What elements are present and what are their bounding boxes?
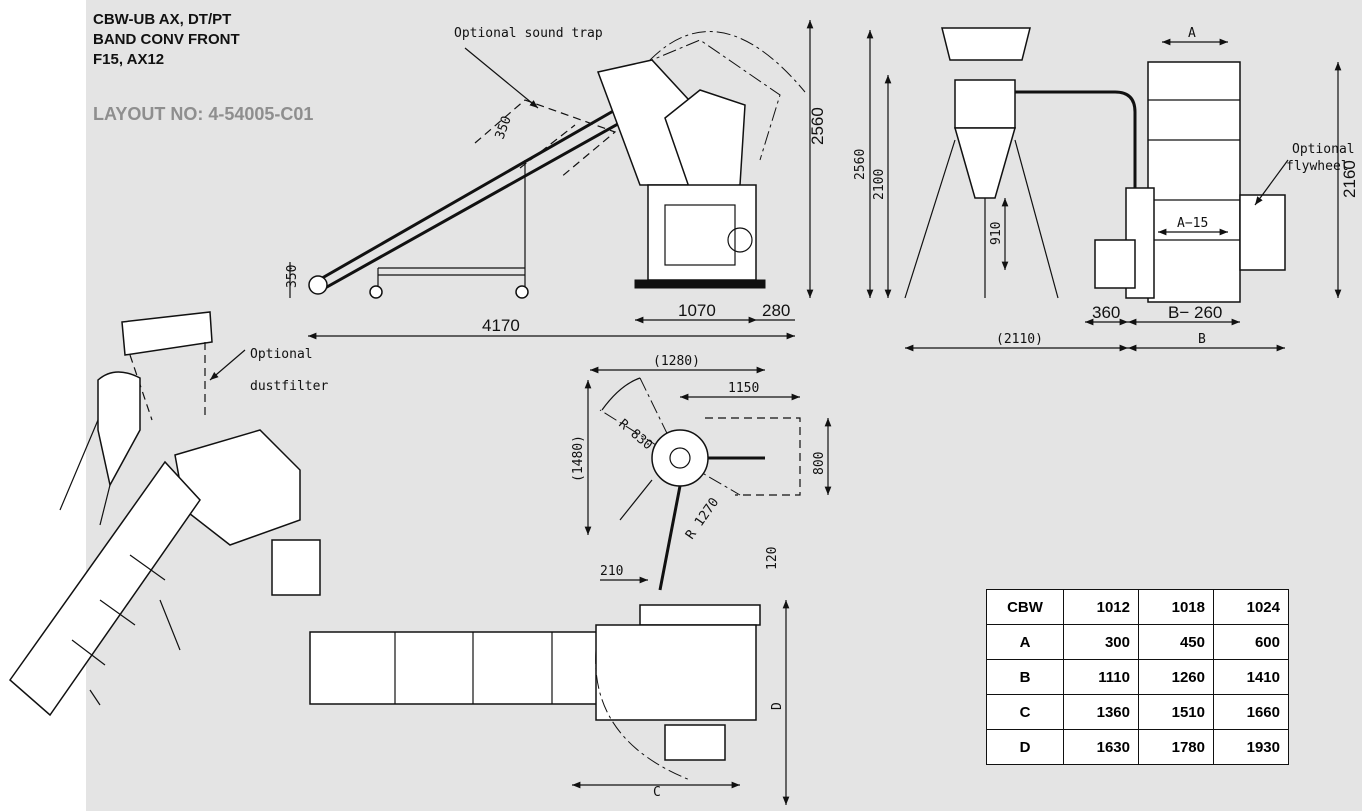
top-machine — [595, 624, 757, 721]
iso-flywheel — [271, 539, 321, 596]
table-header-cell: CBW — [986, 589, 1064, 625]
table-row: B 1110 1260 1410 — [986, 659, 1289, 695]
label-optional-flywheel-2: flywheel — [1286, 159, 1349, 174]
dim-r1270: R 1270 — [683, 495, 722, 542]
front-view: A A−15 2560 2100 910 2160 360 B− 260 (21… — [853, 26, 1359, 352]
table-header-cell: 1024 — [1213, 589, 1289, 625]
table-cell: 1630 — [1063, 729, 1139, 765]
title-line-2: BAND CONV FRONT — [93, 31, 240, 48]
table-cell: 1930 — [1213, 729, 1289, 765]
sound-trap-outline — [474, 99, 617, 179]
machine-base — [634, 279, 766, 289]
dim-910: 910 — [989, 222, 1004, 245]
dim-1280: (1280) — [653, 354, 700, 369]
dim-1070: 1070 — [678, 301, 716, 320]
dim-360: 360 — [1092, 303, 1120, 322]
layout-number: LAYOUT NO: 4-54005-C01 — [93, 104, 314, 124]
table-cell: 1660 — [1213, 694, 1289, 730]
dim-2160: 2160 — [1340, 160, 1359, 198]
label-optional-dustfilter-2: dustfilter — [250, 379, 328, 394]
cyclone-legs — [904, 139, 1059, 299]
top-view: (1280) 1150 R 830 (1480) 800 R 1270 210 … — [309, 354, 832, 805]
dim-280: 280 — [762, 301, 790, 320]
title-line-1: CBW-UB AX, DT/PT — [93, 11, 232, 28]
granulator-body — [647, 184, 757, 281]
dim-b: B — [1198, 332, 1206, 347]
iso-granulator — [174, 429, 301, 546]
top-duct — [658, 456, 765, 591]
dim-120: 120 — [765, 547, 780, 570]
dim-2560-front: 2560 — [853, 149, 868, 180]
table-cell: 1410 — [1213, 659, 1289, 695]
table-cell: 450 — [1138, 624, 1214, 660]
table-cell: 1780 — [1138, 729, 1214, 765]
table-header-cell: 1012 — [1063, 589, 1139, 625]
table-cell: 1510 — [1138, 694, 1214, 730]
table-cell: 1360 — [1063, 694, 1139, 730]
dim-2560-side: 2560 — [808, 107, 827, 145]
cyclone-cone — [954, 127, 1016, 199]
iso-conveyor — [8, 460, 201, 717]
drawing-title-block: CBW-UB AX, DT/PT BAND CONV FRONT F15, AX… — [93, 10, 240, 70]
dim-b-minus-260: B− 260 — [1168, 303, 1222, 322]
flywheel — [1239, 194, 1286, 271]
dim-2100: 2100 — [872, 169, 887, 200]
dim-1480: (1480) — [571, 435, 586, 482]
table-cell: A — [986, 624, 1064, 660]
top-conveyor — [309, 631, 601, 705]
table-row: A 300 450 600 — [986, 624, 1289, 660]
dustfilter-outline — [129, 342, 206, 421]
conveyor-frame — [377, 160, 526, 292]
table-cell: C — [986, 694, 1064, 730]
dim-d: D — [770, 702, 785, 710]
swing-arc — [649, 31, 806, 93]
cyclone-top — [941, 27, 1031, 61]
machine-front — [1147, 61, 1241, 303]
dim-r830: R 830 — [615, 417, 655, 454]
dim-800: 800 — [812, 452, 827, 475]
label-optional-flywheel-1: Optional — [1292, 142, 1355, 157]
motor-block — [1094, 239, 1136, 289]
table-cell: 300 — [1063, 624, 1139, 660]
dim-a: A — [1188, 26, 1196, 41]
table-cell: 1260 — [1138, 659, 1214, 695]
dim-350-conveyor: 350 — [285, 265, 300, 288]
table-row: D 1630 1780 1930 — [986, 729, 1289, 765]
conveyor-belt-bottom — [317, 118, 626, 294]
table-header-row: CBW 1012 1018 1024 — [986, 589, 1289, 625]
side-view: 2560 350 350 4170 1070 280 Optional soun… — [285, 20, 827, 340]
title-line-3: F15, AX12 — [93, 51, 165, 68]
dim-350-trap: 350 — [493, 114, 515, 141]
dustfilter-top — [121, 311, 213, 356]
table-header-cell: 1018 — [1138, 589, 1214, 625]
dim-c: C — [653, 785, 661, 800]
label-optional-dustfilter-1: Optional — [250, 347, 313, 362]
dimension-table: CBW 1012 1018 1024 A 300 450 600 B 1110 … — [986, 589, 1289, 765]
table-cell: 1110 — [1063, 659, 1139, 695]
transport-duct — [1015, 90, 1137, 210]
conveyor-belt-top — [309, 108, 616, 287]
isometric-view: Optional dustfilter — [8, 311, 328, 717]
top-motor — [664, 724, 726, 761]
label-optional-sound-trap: Optional sound trap — [454, 26, 603, 41]
table-cell: D — [986, 729, 1064, 765]
dim-4170: 4170 — [482, 316, 520, 335]
table-cell: 600 — [1213, 624, 1289, 660]
dim-a-minus-15: A−15 — [1177, 216, 1208, 231]
dim-1150: 1150 — [728, 381, 759, 396]
top-dustfilter-outline — [705, 417, 801, 496]
dim-2110: (2110) — [996, 332, 1043, 347]
iso-cyclone — [97, 371, 141, 488]
dim-210: 210 — [600, 564, 623, 579]
table-cell: B — [986, 659, 1064, 695]
top-cyclone — [651, 429, 709, 487]
table-row: C 1360 1510 1660 — [986, 694, 1289, 730]
